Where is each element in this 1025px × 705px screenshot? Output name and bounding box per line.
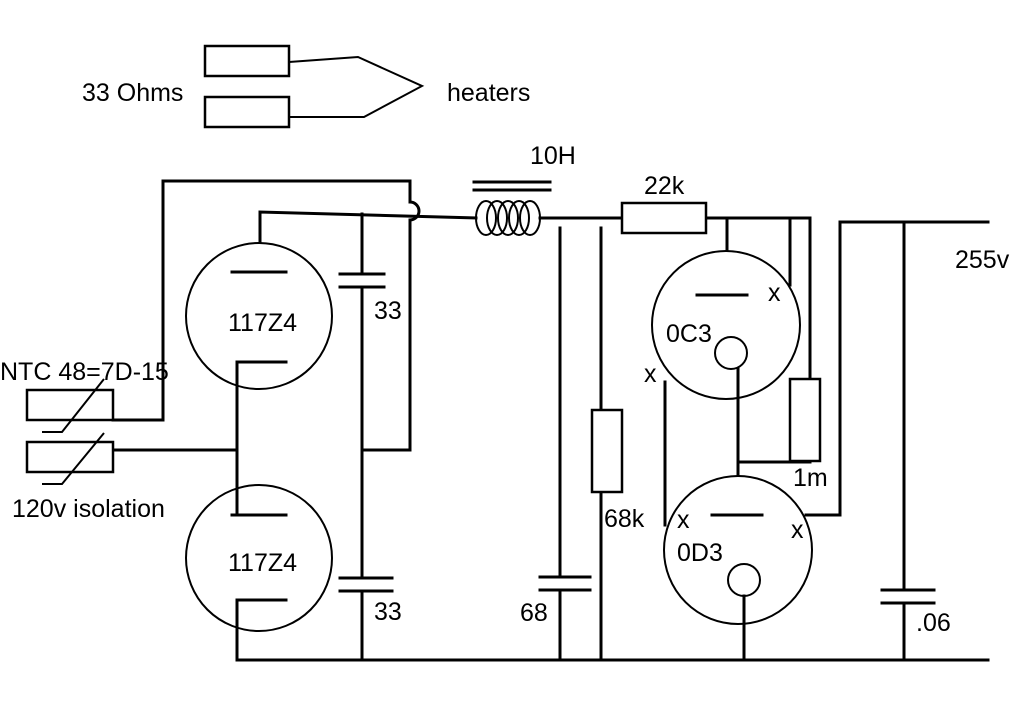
heater-resistor-top (203, 44, 291, 78)
pin-mark-oc3-left: x (644, 360, 657, 388)
rectifier-tube-top (185, 242, 333, 390)
resistor-1m-label: 1m (793, 464, 828, 492)
cap-top-label: 33 (374, 297, 402, 325)
cap-bottom-label: 33 (374, 598, 402, 626)
pin-mark-oc3-right: x (768, 279, 781, 307)
isolation-label: 120v isolation (12, 495, 165, 523)
regulator-tube-0c3 (651, 250, 801, 400)
rectifier-top-label: 117Z4 (228, 309, 297, 337)
resistor-68k-label: 68k (604, 505, 645, 533)
resistor-68k (590, 408, 624, 494)
mains-feed-wire (111, 179, 412, 422)
capacitor-06 (880, 588, 936, 605)
regulator-tube-0d3 (663, 475, 813, 625)
resistor-22k (620, 201, 708, 235)
choke-label: 10H (530, 142, 576, 170)
mains-drop-wire (360, 218, 412, 452)
choke-10h (472, 180, 552, 236)
resistor-1m (788, 377, 822, 463)
heaters-label: heaters (447, 79, 530, 107)
capacitor-68 (538, 575, 592, 592)
rectifier-tube-bottom (185, 484, 333, 632)
heater-leads (288, 55, 425, 118)
ntc-label: NTC 48=7D-15 (0, 358, 169, 386)
cap-06-label: .06 (916, 609, 951, 637)
isolation-thermistor (25, 432, 115, 485)
heater-resistors (203, 44, 425, 129)
heater-resistor-label: 33 Ohms (82, 79, 183, 107)
b-plus-line-right (704, 216, 812, 464)
output-voltage-label: 255v (955, 246, 1010, 274)
regulator-top-label: 0C3 (666, 320, 712, 348)
regulator-bottom-label: 0D3 (677, 539, 723, 567)
capacitor-top (338, 272, 386, 289)
heater-resistor-bottom (203, 95, 291, 129)
ntc-thermistor (25, 378, 115, 433)
cap-68-label: 68 (520, 599, 548, 627)
output-line (838, 220, 990, 517)
pin-mark-od3-left: x (677, 506, 690, 534)
rectifier-bottom-label: 117Z4 (228, 549, 297, 577)
capacitor-bottom (338, 576, 394, 593)
crossover-hop (408, 200, 421, 222)
pin-mark-od3-right: x (791, 516, 804, 544)
resistor-22k-label: 22k (644, 172, 685, 200)
